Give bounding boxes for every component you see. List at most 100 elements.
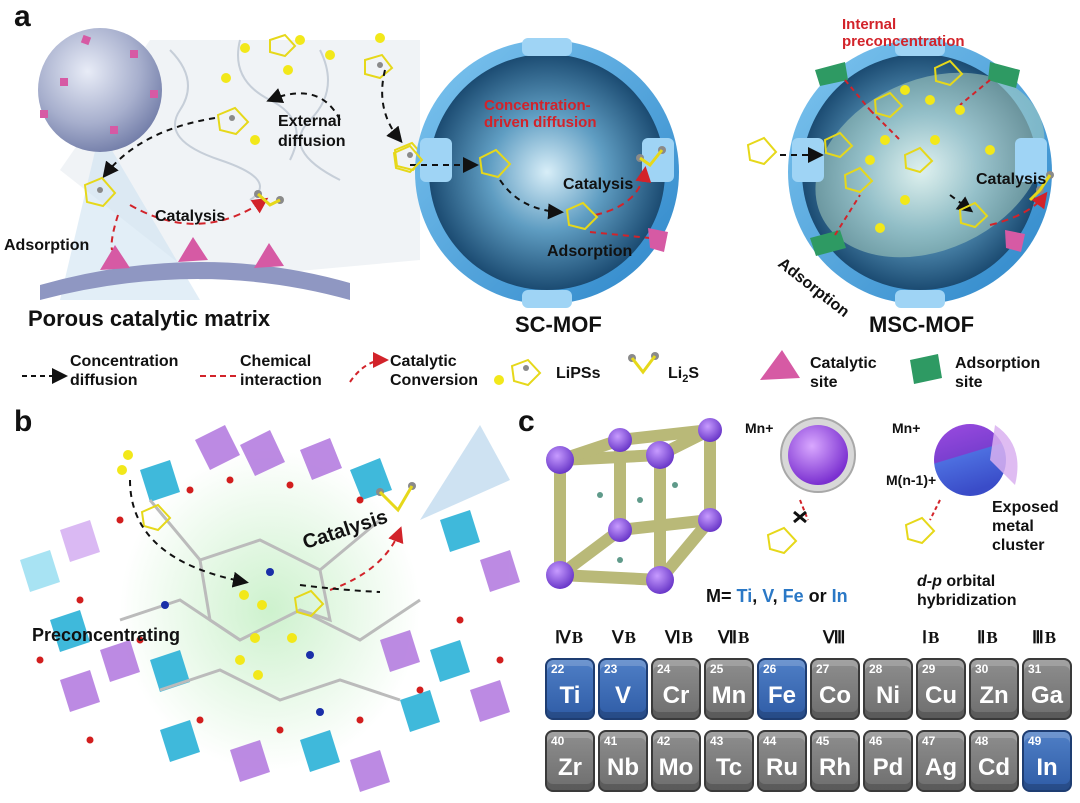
element-number: 28 — [869, 662, 883, 676]
metal-sphere-closed — [766, 417, 856, 555]
mn-plus-label-exposed: Mn+ — [892, 420, 921, 436]
element-symbol: Tc — [715, 754, 743, 781]
element-number: 41 — [604, 734, 618, 748]
mof-structure-scene — [20, 425, 520, 792]
element-number: 44 — [763, 734, 777, 748]
adsorption-label-sc: Adsorption — [547, 243, 633, 260]
porous-matrix-title: Porous catalytic matrix — [28, 306, 271, 331]
element-symbol: Cu — [925, 682, 957, 709]
element-number: 48 — [975, 734, 989, 748]
panel-b-letter: b — [14, 405, 33, 438]
element-number: 46 — [869, 734, 883, 748]
element-symbol: Ni — [876, 682, 900, 709]
element-number: 45 — [816, 734, 830, 748]
group-header-8: Ⅷ — [823, 628, 847, 647]
element-symbol: Nb — [607, 754, 639, 781]
legend-li2s: Li2S — [668, 365, 700, 386]
element-symbol: Zn — [979, 682, 1009, 709]
element-symbol: Ru — [766, 754, 798, 781]
element-number: 23 — [604, 662, 618, 676]
element-symbol: In — [1036, 754, 1058, 781]
element-symbol: Cd — [978, 754, 1010, 781]
element-number: 43 — [710, 734, 724, 748]
element-number: 42 — [657, 734, 671, 748]
catalysis-label-porous: Catalysis — [155, 208, 226, 225]
element-number: 40 — [551, 734, 565, 748]
element-symbol: Pd — [872, 754, 904, 781]
element-number: 24 — [657, 662, 671, 676]
legend-catalytic-conversion: Catalytic Conversion — [390, 353, 479, 389]
exposed-metal-cluster-label: Exposed metal cluster — [992, 499, 1059, 554]
element-number: 47 — [922, 734, 936, 748]
element-number: 27 — [816, 662, 830, 676]
element-symbol: Ag — [925, 754, 957, 781]
legend-concentration-diffusion: Concentration diffusion — [70, 353, 179, 389]
element-number: 29 — [922, 662, 936, 676]
porous-sphere — [38, 28, 162, 152]
legend-lipss: LiPSs — [556, 365, 601, 382]
external-diffusion-label: External diffusion — [278, 113, 346, 150]
sc-mof-title: SC-MOF — [515, 312, 602, 337]
element-symbol: Zr — [558, 754, 582, 781]
element-number: 30 — [975, 662, 989, 676]
element-number: 26 — [763, 662, 777, 676]
msc-mof-title: MSC-MOF — [869, 312, 975, 337]
panel-a-letter: a — [14, 0, 31, 33]
matrix-surface — [40, 261, 350, 300]
legend-icons — [22, 350, 942, 387]
group-header-2b: ⅡB — [977, 628, 999, 647]
catalysis-label-msc: Catalysis — [976, 171, 1047, 188]
msc-mof-scene — [746, 38, 1054, 308]
element-symbol: Mn — [711, 682, 747, 709]
preconcentrating-label: Preconcentrating — [32, 625, 181, 645]
legend-adsorption-site: Adsorption site — [955, 355, 1041, 391]
element-number: 25 — [710, 662, 724, 676]
element-symbol: Fe — [767, 682, 796, 709]
orbital-hybridization-label: d-p orbital hybridization — [917, 573, 1017, 609]
catalysis-label-sc: Catalysis — [563, 176, 634, 193]
concentration-driven-label: Concentration-driven diffusion — [484, 97, 597, 131]
element-symbol: V — [614, 682, 631, 709]
metal-list: M= Ti, V, Fe or In — [706, 586, 848, 606]
element-symbol: Cr — [662, 682, 690, 709]
mn1-plus-label: M(n-1)+ — [886, 472, 937, 488]
panel-c-letter: c — [518, 405, 535, 438]
element-number: 31 — [1028, 662, 1042, 676]
element-symbol: Co — [819, 682, 851, 709]
legend-catalytic-site: Catalytic site — [810, 355, 877, 391]
adsorption-label-porous: Adsorption — [4, 237, 90, 254]
sc-mof-scene — [381, 38, 679, 308]
mof-cube — [546, 418, 722, 594]
element-number: 22 — [551, 662, 565, 676]
element-number: 49 — [1028, 734, 1042, 748]
group-header-5b: ⅤB — [612, 628, 637, 647]
mn-plus-label: Mn+ — [745, 420, 774, 436]
group-header-4b: ⅣB — [555, 628, 585, 647]
element-symbol: Ga — [1030, 682, 1063, 709]
group-header-1b: ⅠB — [922, 628, 941, 647]
group-header-7b: ⅦB — [718, 628, 751, 647]
element-symbol: Mo — [658, 754, 694, 781]
group-header-3b: ⅢB — [1032, 628, 1058, 647]
